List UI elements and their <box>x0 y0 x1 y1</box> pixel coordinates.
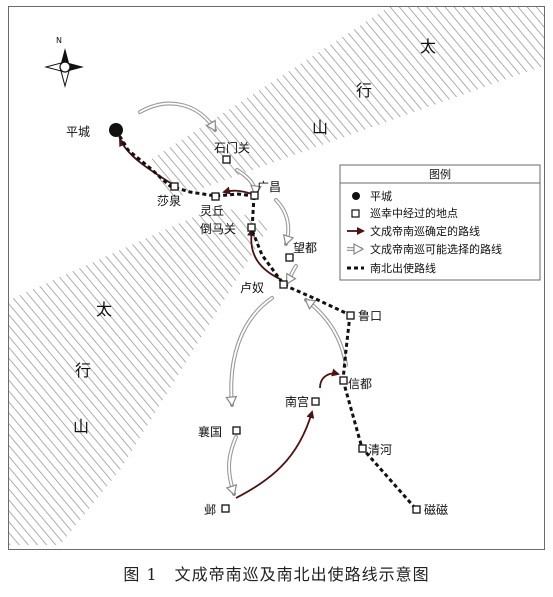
figure-caption: 图 1 文成帝南巡及南北出使路线示意图 <box>123 565 430 584</box>
marker-xindu <box>339 376 348 385</box>
envoy-route-lukou-xindu <box>341 314 352 381</box>
place-label-daomaguan: 倒马关 <box>200 222 236 236</box>
confirmed-route-nangong-xindu <box>319 368 340 389</box>
possible-arrow-5 <box>306 300 347 366</box>
marker-xiangguo <box>232 426 241 435</box>
confirmed-route-lunu-daomaguan <box>247 228 283 281</box>
legend-item-envoy: 南北出使路线 <box>370 261 436 275</box>
marker-lingqiu <box>211 192 220 201</box>
place-label-xindu: 信都 <box>348 377 372 391</box>
marker-wangdu <box>285 253 294 262</box>
mountain-label-tai-lower: 太 <box>96 300 112 319</box>
possible-arrow-1 <box>139 102 215 130</box>
mountain-label-shan-lower: 山 <box>73 417 89 436</box>
place-label-wangdu: 望都 <box>293 241 317 255</box>
possible-arrow-7 <box>229 436 236 494</box>
possible-arrow-6 <box>231 297 273 405</box>
compass-icon: N <box>44 36 84 88</box>
legend-square-icon <box>351 209 360 218</box>
legend-item-places: 巡幸中经过的地点 <box>370 206 458 220</box>
taihang-mountain-bands <box>9 7 544 545</box>
mountain-label-xing-upper: 行 <box>356 81 372 100</box>
place-label-qinghe: 清河 <box>368 443 392 457</box>
marker-daomaguan <box>247 223 256 232</box>
place-label-xiangguo: 襄国 <box>198 424 222 439</box>
legend-title: 图例 <box>429 167 451 181</box>
possible-route-xindu-lunu <box>304 298 348 367</box>
possible-route-lunu-xiangguo <box>229 296 274 407</box>
legend: 图例 平城 巡幸中经过的地点 文成帝南巡确定的路线 文成帝南巡可能选择的路线 南… <box>339 164 541 281</box>
confirmed-routes <box>119 138 340 499</box>
marker-nangong <box>311 397 320 406</box>
capital-pingcheng-dot <box>109 123 123 137</box>
place-label-ciguo: 磁磁 <box>424 502 448 517</box>
mountain-label-shan-upper: 山 <box>312 118 328 137</box>
place-markers <box>170 155 421 514</box>
mountain-label-tai-upper: 太 <box>420 37 436 56</box>
marker-ciguo <box>412 505 421 514</box>
marker-lunu <box>279 280 288 289</box>
possible-arrow-4 <box>287 265 297 283</box>
confirmed-route-ye-nangong <box>235 410 315 499</box>
envoy-route-lunu-lukou <box>283 283 351 317</box>
marker-shaquan <box>170 182 179 191</box>
marker-ye <box>221 504 230 513</box>
confirmed-route-guangchang-lingqiu <box>222 186 253 195</box>
legend-item-possible: 文成帝南巡可能选择的路线 <box>370 242 502 256</box>
place-label-shimenguan: 石门关 <box>214 140 250 155</box>
place-label-lukou: 鲁口 <box>358 309 382 323</box>
place-label-pingcheng: 平城 <box>66 125 90 139</box>
marker-guangchang <box>250 191 259 200</box>
place-label-ye: 邺 <box>204 503 216 517</box>
marker-shimenguan <box>222 155 231 164</box>
place-label-lunu: 卢奴 <box>240 280 264 295</box>
place-label-guangchang: 广昌 <box>257 180 281 194</box>
place-label-shaquan: 莎泉 <box>157 194 181 208</box>
map-frame <box>8 6 545 550</box>
legend-capital-dot-icon <box>352 192 360 200</box>
confirmed-route-shaquan-pingcheng <box>119 138 173 185</box>
mountain-band-lower <box>9 205 270 545</box>
envoy-route-guangchang-lunu <box>250 195 286 286</box>
envoy-route-pingcheng-guangchang <box>114 129 255 198</box>
legend-item-capital: 平城 <box>370 190 392 203</box>
place-label-lingqiu: 灵丘 <box>200 204 224 218</box>
legend-item-confirmed: 文成帝南巡确定的路线 <box>370 224 480 238</box>
legend-box <box>339 164 541 281</box>
compass-north-label: N <box>56 36 62 45</box>
mountain-band-upper <box>150 7 544 200</box>
place-label-nangong: 南宫 <box>285 394 309 409</box>
possible-arrow-3 <box>275 199 288 244</box>
marker-qinghe <box>358 444 367 453</box>
marker-lukou <box>346 311 355 320</box>
mountain-label-xing-lower: 行 <box>75 361 91 380</box>
